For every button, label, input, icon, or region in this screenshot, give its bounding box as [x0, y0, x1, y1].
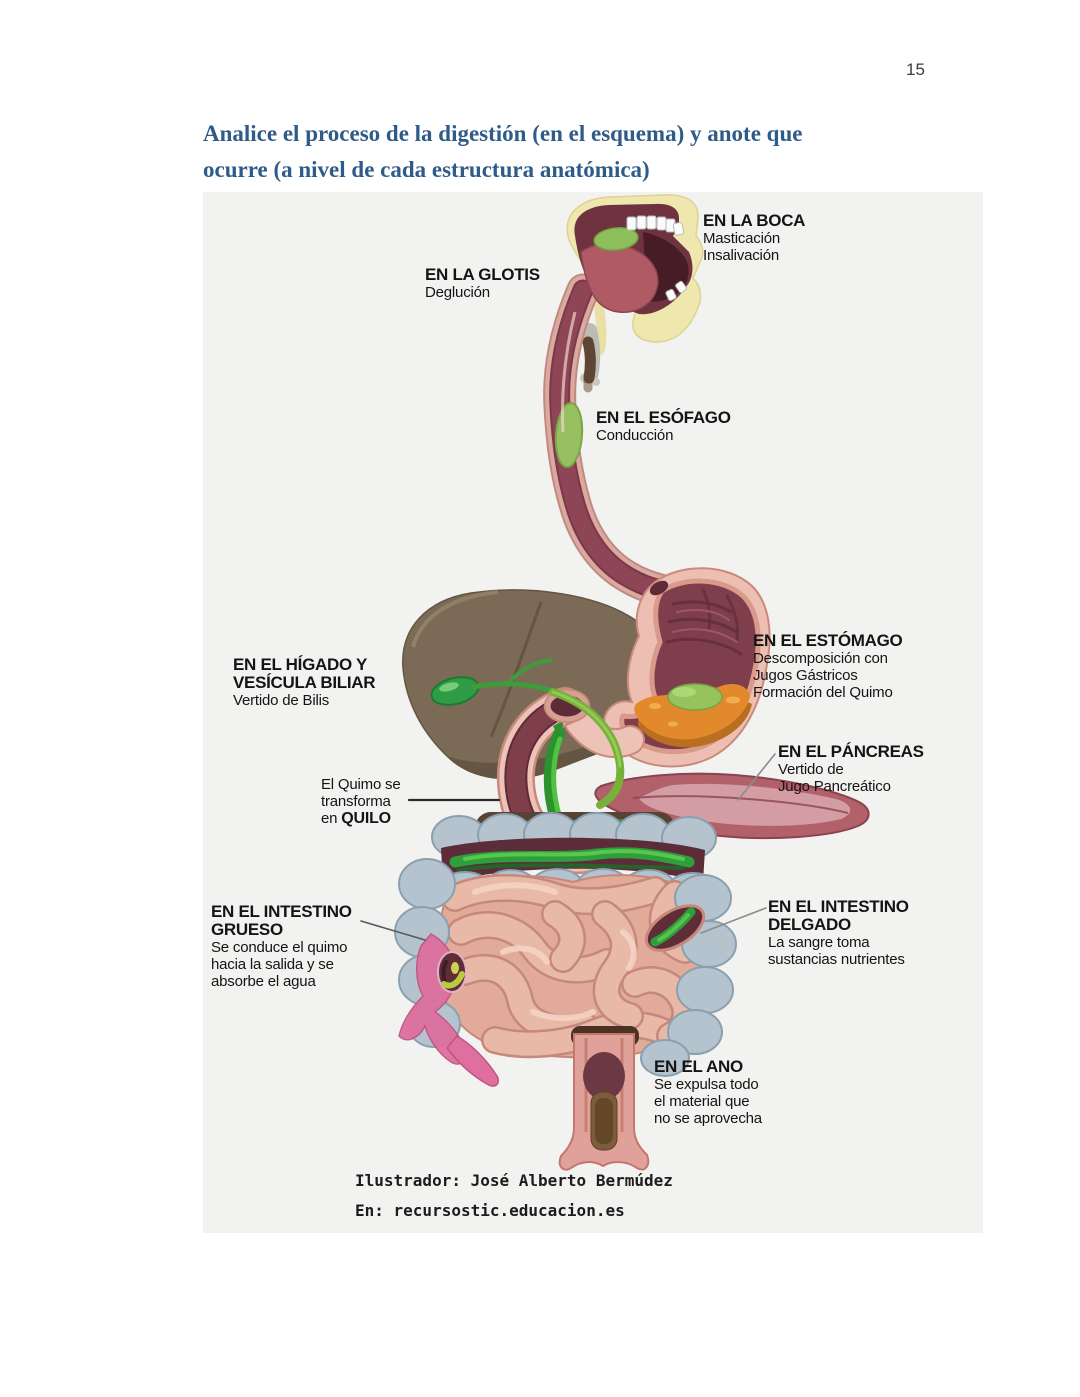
- credit-source: En: recursostic.educacion.es: [355, 1201, 625, 1220]
- leader-lines: [360, 753, 776, 941]
- label-boca-title: EN LA BOCA: [703, 211, 806, 230]
- page-title-line1: Analice el proceso de la digestión (en e…: [203, 121, 803, 146]
- page-title-line2: ocurre (a nivel de cada estructura anató…: [203, 157, 650, 182]
- label-grueso-title2: GRUESO: [211, 920, 283, 939]
- mouth-illustration: [566, 194, 704, 343]
- label-line: Vertido de Bilis: [233, 692, 330, 709]
- label-line: El Quimo se: [321, 776, 401, 793]
- label-line: Insalivación: [703, 247, 779, 264]
- label-estomago-title: EN EL ESTÓMAGO: [753, 631, 903, 650]
- label-line: sustancias nutrientes: [768, 951, 905, 968]
- esophagus-illustration: [543, 273, 677, 607]
- quilo-bold-word: QUILO: [341, 810, 391, 827]
- label-line: hacia la salida y se: [211, 956, 334, 973]
- gallbladder-illustration: [430, 658, 558, 706]
- label-line: absorbe el agua: [211, 973, 316, 990]
- page-title: Analice el proceso de la digestión (en e…: [203, 116, 983, 188]
- label-line: Vertido de: [778, 761, 844, 778]
- label-line: transforma: [321, 793, 391, 810]
- page-number: 15: [906, 60, 925, 79]
- delgado-leader-line: [700, 907, 767, 934]
- label-delgado-title2: DELGADO: [768, 915, 851, 934]
- pancreas-leader-line: [737, 753, 776, 801]
- label-line: Se conduce el quimo: [211, 939, 348, 956]
- rectum-illustration: [558, 1026, 650, 1171]
- label-ano: EN EL ANO Se expulsa todo el material qu…: [654, 1057, 762, 1128]
- label-delgado-title: EN EL INTESTINO: [768, 897, 909, 916]
- label-estomago: EN EL ESTÓMAGO Descomposición con Jugos …: [753, 631, 903, 702]
- label-boca: EN LA BOCA Masticación Insalivación: [703, 211, 806, 265]
- label-line: Se expulsa todo: [654, 1076, 759, 1093]
- digestive-system-illustration: [360, 194, 870, 1171]
- label-higado-title: EN EL HÍGADO Y: [233, 655, 368, 674]
- label-glotis-title: EN LA GLOTIS: [425, 265, 540, 284]
- label-line: Jugos Gástricos: [753, 667, 858, 684]
- label-esofago: EN EL ESÓFAGO Conducción: [596, 408, 731, 445]
- label-line: el material que: [654, 1093, 750, 1110]
- label-esofago-title: EN EL ESÓFAGO: [596, 408, 731, 427]
- bile-duct-illustration: [549, 688, 625, 809]
- label-line: en QUILO: [321, 810, 391, 827]
- label-glotis: EN LA GLOTIS Deglución: [425, 265, 540, 302]
- label-pancreas: EN EL PÁNCREAS Vertido de Jugo Pancreáti…: [778, 742, 924, 796]
- credit-illustrator: Ilustrador: José Alberto Bermúdez: [355, 1171, 673, 1190]
- label-higado: EN EL HÍGADO Y VESÍCULA BILIAR Vertido d…: [233, 655, 376, 710]
- label-ano-title: EN EL ANO: [654, 1057, 743, 1076]
- label-line: no se aprovecha: [654, 1110, 762, 1127]
- figure-credit: Ilustrador: José Alberto Bermúdez En: re…: [355, 1166, 673, 1226]
- food-bolus-stomach: [667, 683, 723, 711]
- teeth-illustration: [626, 215, 687, 302]
- label-line: Jugo Pancreático: [778, 778, 891, 795]
- label-quimo: El Quimo se transforma en QUILO: [321, 776, 401, 827]
- label-line: Conducción: [596, 427, 674, 444]
- grueso-leader-line: [360, 920, 426, 941]
- appendix-illustration: [398, 933, 499, 1087]
- digestion-diagram: EN LA BOCA Masticación Insalivación EN L…: [203, 192, 983, 1233]
- label-line: Formación del Quimo: [753, 684, 893, 701]
- label-grueso: EN EL INTESTINO GRUESO Se conduce el qui…: [211, 902, 352, 991]
- pylorus-illustration: [564, 707, 645, 759]
- label-grueso-title: EN EL INTESTINO: [211, 902, 352, 921]
- label-pancreas-title: EN EL PÁNCREAS: [778, 742, 924, 761]
- stomach-illustration: [603, 567, 771, 768]
- label-line: Deglución: [425, 284, 490, 301]
- food-bolus-mouth: [593, 227, 639, 251]
- label-delgado: EN EL INTESTINO DELGADO La sangre toma s…: [768, 897, 909, 969]
- label-line: Descomposición con: [753, 650, 888, 667]
- label-line: Masticación: [703, 230, 780, 247]
- label-higado-title2: VESÍCULA BILIAR: [233, 673, 376, 692]
- label-line: La sangre toma: [768, 934, 870, 951]
- small-intestine-cut-illustration: [644, 904, 706, 952]
